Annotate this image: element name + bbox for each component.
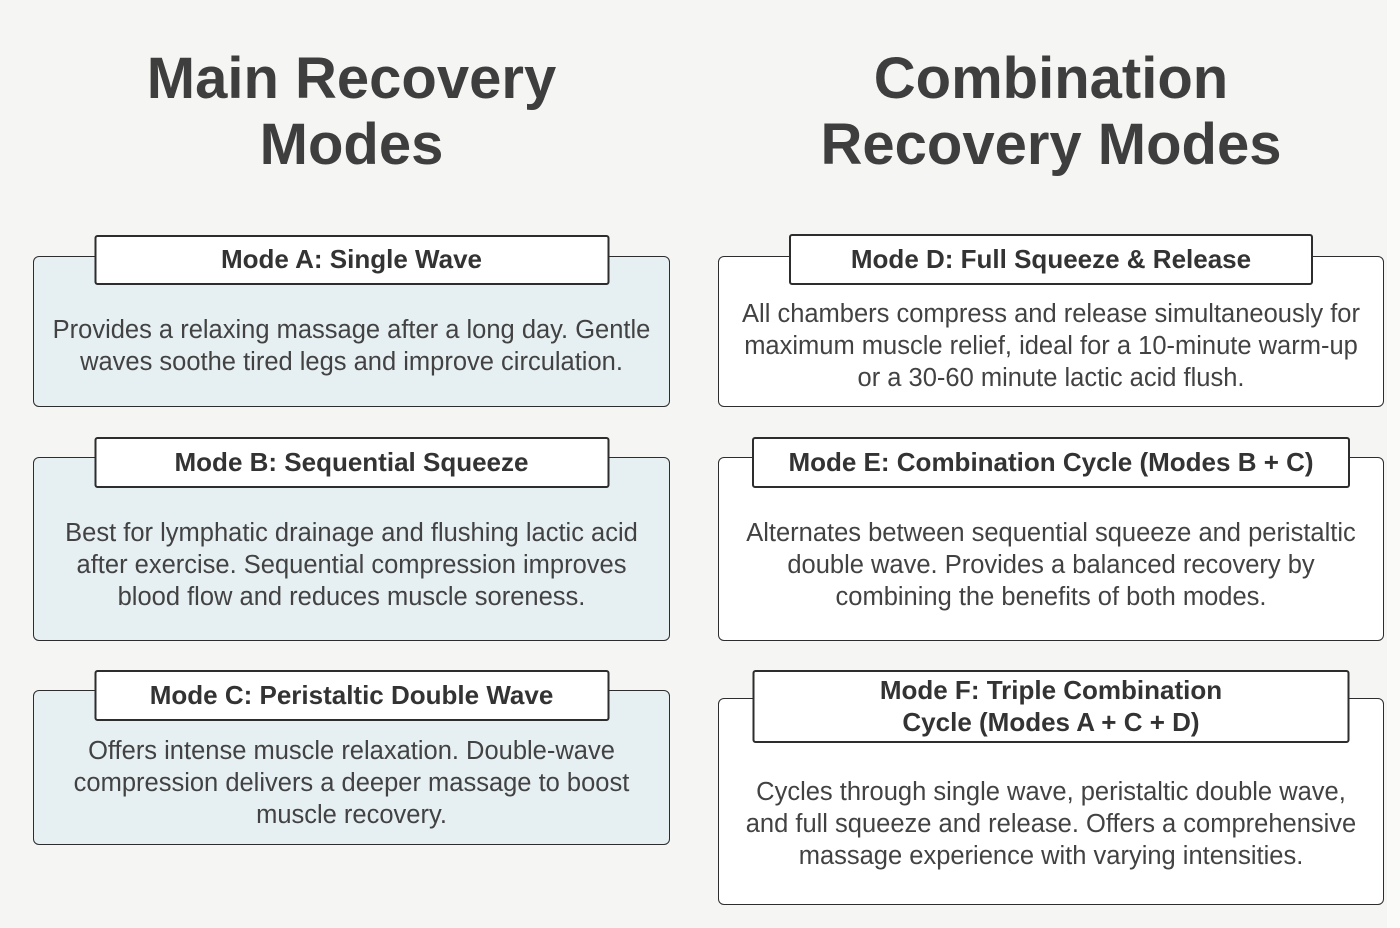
right-edge-strip [1387, 0, 1400, 928]
card-mode-e: Alternates between sequential squeeze an… [718, 437, 1384, 641]
column-heading-main-recovery: Main Recovery Modes [146, 46, 557, 177]
card-mode-e-title: Mode E: Combination Cycle (Modes B + C) [752, 437, 1350, 488]
card-mode-b: Best for lymphatic drainage and flushing… [33, 437, 670, 641]
column-heading-combination-recovery: Combination Recovery Modes [820, 46, 1282, 177]
card-mode-f: Cycles through single wave, peristaltic … [718, 670, 1384, 905]
card-mode-e-description: Alternates between sequential squeeze an… [746, 518, 1356, 611]
card-mode-f-description: Cycles through single wave, peristaltic … [745, 778, 1357, 870]
card-mode-c: Offers intense muscle relaxation. Double… [33, 670, 670, 845]
card-mode-d-title: Mode D: Full Squeeze & Release [789, 234, 1313, 285]
card-mode-c-title: Mode C: Peristaltic Double Wave [94, 670, 609, 721]
card-mode-c-description: Offers intense muscle relaxation. Double… [73, 737, 630, 829]
card-mode-f-title: Mode F: Triple Combination Cycle (Modes … [752, 670, 1350, 743]
card-mode-b-description: Best for lymphatic drainage and flushing… [65, 518, 638, 611]
card-mode-b-title: Mode B: Sequential Squeeze [94, 437, 609, 488]
card-mode-a-title: Mode A: Single Wave [94, 235, 609, 285]
card-mode-a-description: Provides a relaxing massage after a long… [52, 316, 651, 376]
card-mode-d-description: All chambers compress and release simult… [742, 300, 1360, 392]
card-mode-a: Provides a relaxing massage after a long… [33, 235, 670, 407]
card-mode-d: All chambers compress and release simult… [718, 234, 1384, 407]
